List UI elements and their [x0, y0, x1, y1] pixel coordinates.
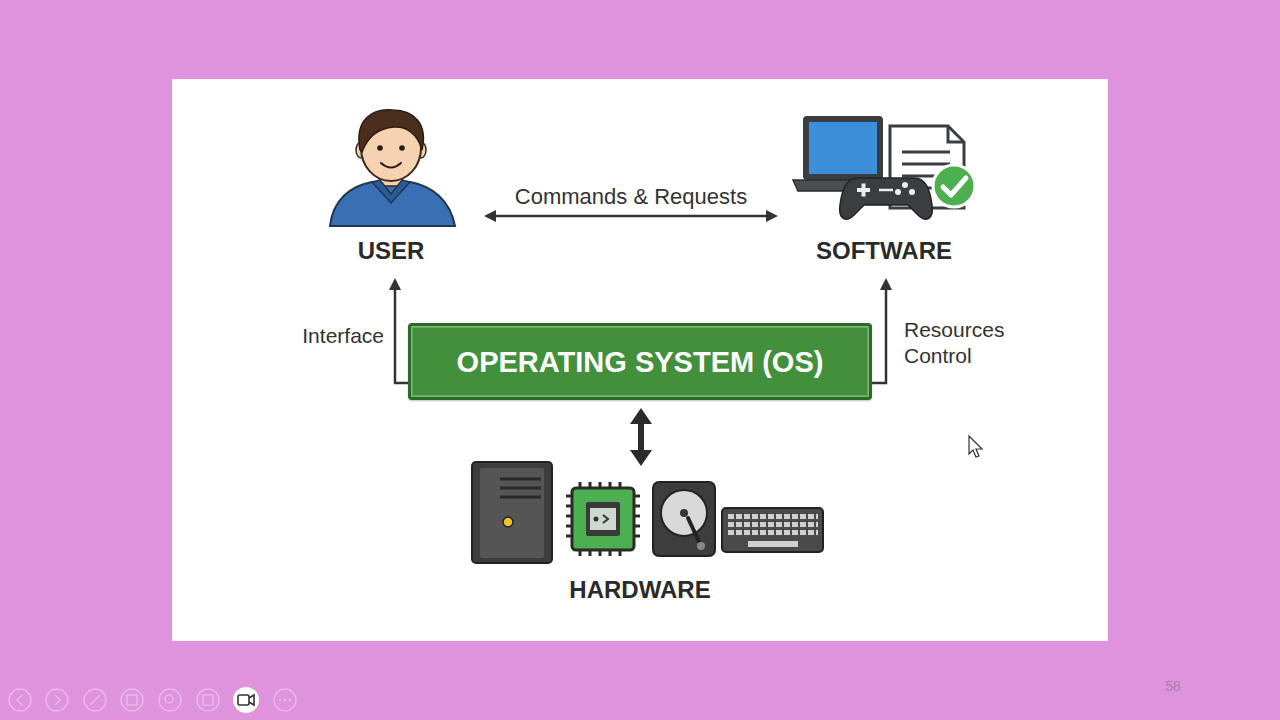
hardware-icons-part [503, 517, 513, 527]
software-icon-part [909, 189, 915, 195]
hardware-icons-part [727, 513, 818, 538]
hardware-icons-part [697, 542, 705, 550]
user-icon-part [399, 145, 405, 151]
keyboard [722, 508, 823, 552]
hardware-icons-part [748, 541, 798, 547]
hardware-icons-part [722, 508, 823, 552]
software-icon-part [933, 165, 975, 207]
software-icon-part [840, 178, 933, 219]
hardware-icons-part [653, 482, 715, 556]
hardware-icons-part [566, 482, 640, 556]
slide-panel [172, 79, 1108, 641]
software-icon-part [862, 184, 866, 197]
presentation-toolbar-part [165, 695, 173, 703]
connector-label: Commands & Requests [481, 183, 781, 211]
hardware-icons-part [572, 488, 634, 550]
presentation-toolbar-part [238, 695, 249, 705]
resources-arrow [872, 290, 886, 383]
hard-drive [653, 482, 715, 556]
node-label: USER [358, 237, 425, 265]
node-label: SOFTWARE [816, 237, 952, 265]
hardware-icons-part [680, 509, 688, 517]
user-icon-part [377, 145, 383, 151]
hardware-icons [472, 462, 823, 563]
cpu-chip [566, 482, 640, 556]
hardware-icons-part [661, 490, 707, 536]
software-icon-part [943, 178, 966, 195]
computer-tower [472, 462, 552, 563]
hardware-icons-part [500, 479, 541, 497]
software-icon-part [948, 126, 964, 142]
presentation-toolbar-part [127, 695, 137, 705]
command-arrow [496, 215, 766, 218]
user-icon-part [381, 163, 401, 168]
presentation-toolbar-part [84, 689, 106, 711]
hardware-node: HARDWARE [465, 462, 815, 606]
presentation-toolbar-part [279, 699, 282, 702]
hardware-icons-part [688, 518, 701, 546]
presentation-toolbar-part [46, 689, 68, 711]
presentation-toolbar-part [121, 689, 143, 711]
user-icon-part [359, 110, 423, 152]
software-node: SOFTWARE [778, 108, 990, 278]
software-icon-part [895, 189, 901, 195]
user-icon-part [330, 182, 455, 226]
software-icon-part [902, 182, 908, 188]
software-icon-part [879, 189, 893, 192]
presentation-toolbar [9, 687, 296, 713]
software-icon-part [809, 122, 877, 174]
presentation-toolbar-part [90, 695, 100, 705]
hardware-icons-part [603, 515, 608, 523]
mouse-cursor [969, 436, 982, 457]
presentation-toolbar-part [55, 695, 60, 705]
interface-arrow [395, 290, 408, 383]
software-icon-part [803, 116, 883, 180]
presentation-toolbar-part [17, 695, 22, 705]
connector-label: Interface [284, 322, 384, 350]
presentation-toolbar-part [284, 699, 287, 702]
node-label: HARDWARE [569, 576, 710, 604]
connector-label: Resources Control [904, 317, 1014, 369]
hardware-icons-part [480, 468, 544, 558]
hardware-arrow [638, 424, 644, 450]
presentation-toolbar-part [233, 687, 259, 713]
hardware-icons-part [594, 517, 599, 522]
user-icon [330, 110, 455, 226]
node-label: OPERATING SYSTEM (OS) [457, 345, 824, 379]
user-node: USER [298, 108, 484, 278]
presentation-toolbar-part [289, 699, 292, 702]
hardware-icons-part [472, 462, 552, 563]
slide-number: 58 [1150, 677, 1196, 695]
presentation-toolbar-part [203, 695, 213, 705]
presentation-toolbar-part [249, 695, 254, 705]
presentation-toolbar-part [9, 689, 31, 711]
presentation-toolbar-part [159, 689, 181, 711]
user-icon-part [372, 180, 410, 203]
presentation-toolbar-part [197, 689, 219, 711]
software-icon [793, 116, 975, 219]
os-box: OPERATING SYSTEM (OS) [408, 323, 872, 400]
presentation-toolbar-part [274, 689, 296, 711]
hardware-icons-part [590, 508, 616, 530]
hardware-icons-part [586, 502, 620, 536]
